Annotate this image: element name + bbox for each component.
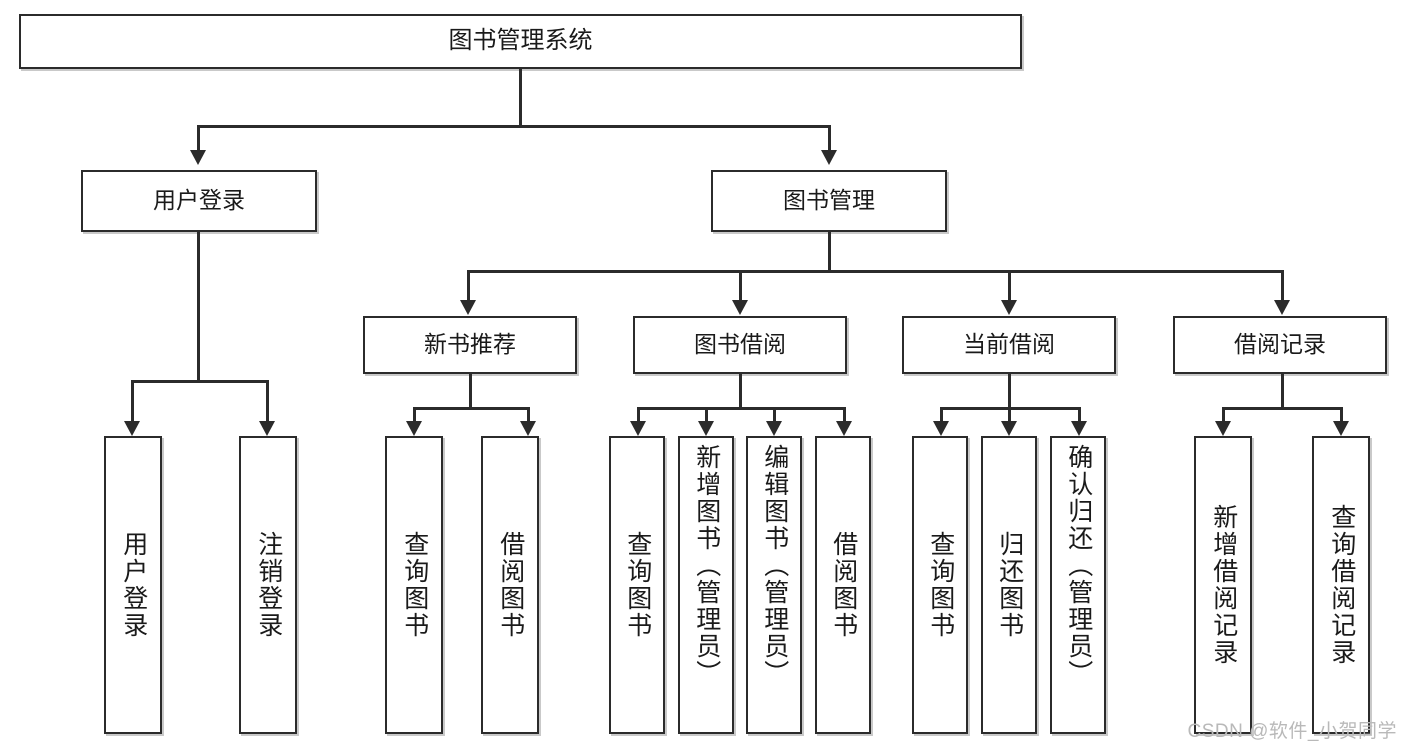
leaf-newbook-query-book[interactable]: 查询图书 [385, 436, 443, 734]
leaf-borrow-query-book[interactable]: 查询图书 [609, 436, 665, 734]
node-label: 图书借阅 [694, 331, 786, 358]
node-label: 编辑图书（管理员） [760, 444, 789, 687]
node-current-borrow[interactable]: 当前借阅 [902, 316, 1116, 374]
connector-record-to-leaf2 [1340, 407, 1343, 421]
node-new-book-recommend[interactable]: 新书推荐 [363, 316, 577, 374]
leaf-borrow-borrow-book[interactable]: 借阅图书 [815, 436, 871, 734]
connector-bookmgmt-to-borrow [739, 270, 742, 300]
connector-root-stem [519, 69, 522, 125]
connector-record-bus [1222, 407, 1340, 410]
connector-newbook-stem [469, 374, 472, 407]
node-label: 用户登录 [119, 531, 148, 639]
node-label: 用户登录 [153, 187, 245, 214]
node-label: 新增借阅记录 [1209, 504, 1238, 666]
leaf-record-add-record[interactable]: 新增借阅记录 [1194, 436, 1252, 734]
arrowhead-current-to-leaf3 [1071, 421, 1087, 436]
connector-record-to-leaf1 [1222, 407, 1225, 421]
connector-bookmgmt-bus [467, 270, 1281, 273]
connector-newbook-to-leaf1 [413, 407, 416, 421]
connector-borrow-bus [637, 407, 843, 410]
arrowhead-borrow-to-leaf2 [698, 421, 714, 436]
connector-bookmgmt-to-current [1008, 270, 1011, 300]
connector-login-to-leaf1 [131, 380, 134, 421]
node-label: 当前借阅 [963, 331, 1055, 358]
connector-root-bus [197, 125, 830, 128]
arrowhead-root-to-login [190, 150, 206, 165]
arrowhead-current-to-leaf1 [933, 421, 949, 436]
connector-borrow-to-leaf3 [773, 407, 776, 421]
connector-borrow-stem [739, 374, 742, 407]
connector-newbook-bus [413, 407, 527, 410]
connector-login-stem [197, 232, 200, 380]
connector-login-to-leaf2 [266, 380, 269, 421]
leaf-current-confirm-return-admin[interactable]: 确认归还（管理员） [1050, 436, 1106, 734]
node-label: 借阅记录 [1234, 331, 1326, 358]
node-label: 图书管理系统 [448, 27, 593, 55]
leaf-borrow-edit-book-admin[interactable]: 编辑图书（管理员） [746, 436, 802, 734]
leaf-current-return-book[interactable]: 归还图书 [981, 436, 1037, 734]
connector-bookmgmt-to-newbook [467, 270, 470, 300]
arrowhead-record-to-leaf1 [1215, 421, 1231, 436]
connector-current-to-leaf3 [1078, 407, 1081, 421]
node-label: 新增图书（管理员） [692, 444, 721, 687]
connector-login-bus [131, 380, 266, 383]
node-label: 新书推荐 [424, 331, 516, 358]
arrowhead-borrow-to-leaf3 [766, 421, 782, 436]
leaf-logout[interactable]: 注销登录 [239, 436, 297, 734]
connector-current-to-leaf1 [940, 407, 943, 421]
connector-current-to-leaf2 [1008, 407, 1011, 421]
node-label: 查询借阅记录 [1327, 504, 1356, 666]
leaf-borrow-add-book-admin[interactable]: 新增图书（管理员） [678, 436, 734, 734]
leaf-current-query-book[interactable]: 查询图书 [912, 436, 968, 734]
node-label: 查询图书 [623, 531, 652, 639]
arrowhead-current-to-leaf2 [1001, 421, 1017, 436]
arrowhead-bookmgmt-to-current [1001, 300, 1017, 315]
node-borrow-record[interactable]: 借阅记录 [1173, 316, 1387, 374]
arrowhead-borrow-to-leaf1 [630, 421, 646, 436]
arrowhead-bookmgmt-to-borrow [732, 300, 748, 315]
leaf-user-login[interactable]: 用户登录 [104, 436, 162, 734]
node-label: 查询图书 [400, 531, 429, 639]
arrowhead-newbook-to-leaf1 [406, 421, 422, 436]
connector-borrow-to-leaf4 [843, 407, 846, 421]
node-label: 借阅图书 [829, 531, 858, 639]
arrowhead-borrow-to-leaf4 [836, 421, 852, 436]
arrowhead-record-to-leaf2 [1333, 421, 1349, 436]
node-label: 借阅图书 [496, 531, 525, 639]
node-label: 归还图书 [995, 531, 1024, 639]
connector-newbook-to-leaf2 [527, 407, 530, 421]
node-user-login[interactable]: 用户登录 [81, 170, 317, 232]
connector-current-stem [1008, 374, 1011, 407]
connector-borrow-to-leaf2 [705, 407, 708, 421]
node-label: 图书管理 [783, 187, 875, 214]
node-label: 查询图书 [926, 531, 955, 639]
arrowhead-root-to-bookmgmt [821, 150, 837, 165]
arrowhead-bookmgmt-to-newbook [460, 300, 476, 315]
connector-record-stem [1281, 374, 1284, 407]
leaf-record-query-record[interactable]: 查询借阅记录 [1312, 436, 1370, 734]
connector-root-to-bookmgmt [828, 125, 831, 150]
node-book-management[interactable]: 图书管理 [711, 170, 947, 232]
node-label: 注销登录 [254, 531, 283, 639]
leaf-newbook-borrow-book[interactable]: 借阅图书 [481, 436, 539, 734]
connector-bookmgmt-stem [828, 232, 831, 270]
arrowhead-login-to-leaf1 [124, 421, 140, 436]
arrowhead-bookmgmt-to-record [1274, 300, 1290, 315]
node-label: 确认归还（管理员） [1064, 444, 1093, 687]
connector-borrow-to-leaf1 [637, 407, 640, 421]
node-root-system[interactable]: 图书管理系统 [19, 14, 1022, 69]
node-book-borrow[interactable]: 图书借阅 [633, 316, 847, 374]
arrowhead-newbook-to-leaf2 [520, 421, 536, 436]
connector-bookmgmt-to-record [1281, 270, 1284, 300]
arrowhead-login-to-leaf2 [259, 421, 275, 436]
connector-root-to-login [197, 125, 200, 150]
